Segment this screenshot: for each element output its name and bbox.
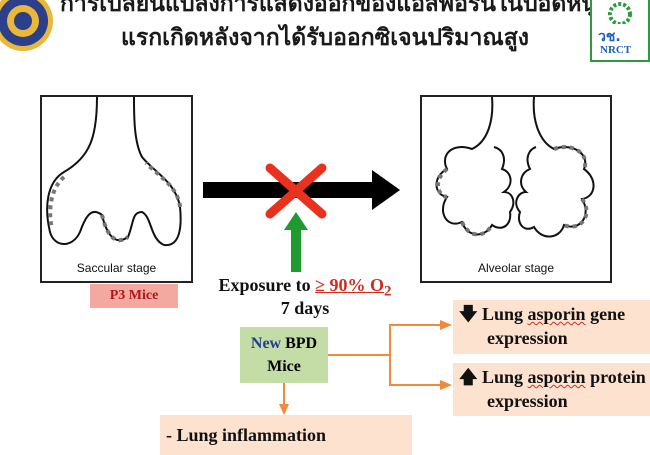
protein-expression-box: 🡅 Lung asporin protein expression xyxy=(453,363,650,416)
inflammation-box: - Lung inflammation xyxy=(160,415,412,455)
saccular-stage-label: Saccular stage xyxy=(76,261,157,275)
blocked-x-icon-stroke xyxy=(265,163,327,219)
down-arrow-icon: 🡇 xyxy=(459,304,478,324)
university-seal-logo xyxy=(0,0,53,51)
bpd-mice-box: New BPD Mice xyxy=(240,327,328,383)
connector-to-gene xyxy=(328,324,440,356)
main-arrow-shaft xyxy=(203,182,373,198)
protein-asporin: asporin xyxy=(527,367,586,387)
p3-mice-label: P3 Mice xyxy=(90,284,178,308)
gear-icon xyxy=(608,2,632,24)
bpd-line1: New BPD xyxy=(240,332,328,355)
exposure-subscript: 2 xyxy=(384,283,392,300)
alveolar-lung-drawing xyxy=(435,96,595,238)
exposure-duration: 7 days xyxy=(280,298,330,318)
nrct-text: NRCT xyxy=(600,44,632,56)
saccular-lung-drawing xyxy=(46,96,182,247)
main-arrow-head xyxy=(372,170,400,210)
gene-line1: 🡇 Lung asporin gene xyxy=(459,302,650,326)
protein-line1: 🡅 Lung asporin protein xyxy=(459,365,650,389)
bpd-new-label: New xyxy=(250,335,282,352)
exposure-text: Exposure to ≥ 90% O2 xyxy=(200,275,410,301)
up-arrow-icon: 🡅 xyxy=(459,367,478,387)
exposure-prefix: Exposure to xyxy=(218,275,316,295)
connector-to-protein xyxy=(389,355,440,386)
connector-gene-head xyxy=(440,320,452,330)
gene-asporin: asporin xyxy=(527,304,586,324)
green-arrow-head xyxy=(284,212,308,230)
protein-line1-a: Lung xyxy=(482,367,528,387)
gene-line2: expression xyxy=(487,328,568,348)
bpd-label: BPD xyxy=(281,335,318,352)
connector-inflammation-head xyxy=(279,404,289,415)
protein-line1-c: protein xyxy=(585,367,646,387)
page-title-line2: แรกเกิดหลังจากได้รับออกซิเจนปริมาณสูง xyxy=(121,25,529,51)
nrct-logo: วช. NRCT xyxy=(590,0,650,62)
exposure-value: ≥ 90% O xyxy=(315,275,385,295)
gene-line1-a: Lung xyxy=(482,304,528,324)
page-title-line1: การเปลี่ยนแปลงการแสดงออกของแอสพอรินในปอด… xyxy=(60,0,639,17)
connector-protein-head xyxy=(440,380,452,390)
nrct-mark: วช. xyxy=(598,29,621,45)
gene-line1-c: gene xyxy=(585,304,626,324)
saccular-stage-panel: Saccular stage xyxy=(40,95,193,283)
alveolar-stage-panel: Alveolar stage xyxy=(420,95,612,283)
gene-expression-box: 🡇 Lung asporin gene expression xyxy=(453,300,650,354)
alveolar-stage-label: Alveolar stage xyxy=(477,261,555,275)
protein-line2: expression xyxy=(487,391,568,411)
bpd-line2: Mice xyxy=(267,358,301,375)
green-arrow-shaft xyxy=(291,228,301,272)
